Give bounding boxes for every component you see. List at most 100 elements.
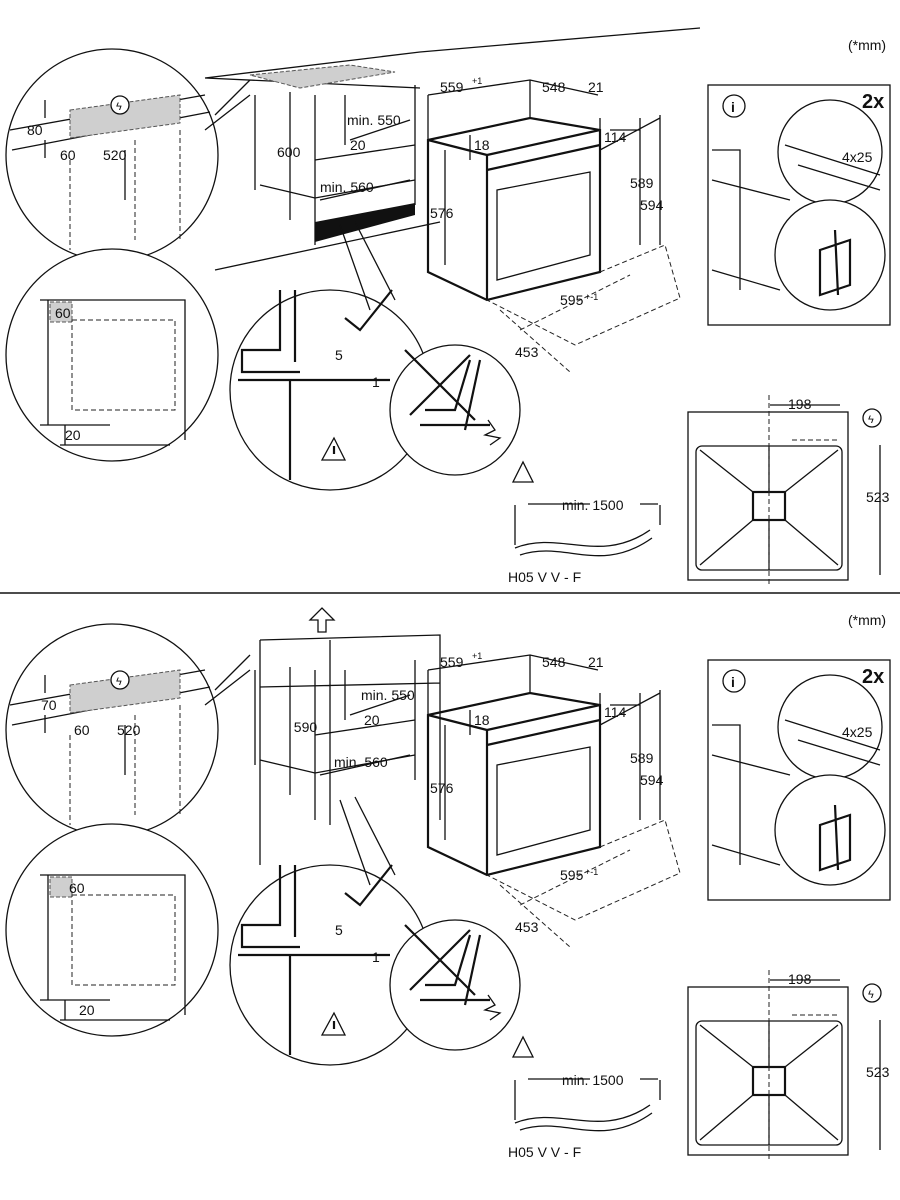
cross-icon [404, 924, 476, 996]
warning-triangle-icon [320, 1011, 347, 1036]
dim-min-550: min. 550 [347, 112, 401, 128]
dim-198-523 [770, 404, 881, 575]
bolt-glyph-2: ϟ [868, 989, 874, 1001]
dim-114: 114 [604, 704, 627, 720]
correct-section [238, 865, 390, 1055]
dim-min-560: min. 560 [334, 754, 388, 770]
dim-594: 594 [640, 197, 664, 213]
power-cable-2 [519, 1112, 653, 1132]
dim-520: 520 [103, 147, 127, 163]
dim-arrows [289, 92, 411, 220]
dim-453: 453 [515, 919, 539, 935]
bracket [818, 804, 852, 872]
bolt-glyph: ϟ [116, 676, 122, 688]
dim-589-594 [599, 690, 661, 820]
power-cable [514, 1080, 661, 1124]
dim-559: 559 [440, 79, 464, 95]
info-glyph: i [731, 99, 735, 115]
dim-453: 453 [515, 344, 539, 360]
cable-type-label: H05 V V - F [508, 569, 581, 585]
dim-589-594 [599, 115, 661, 245]
zoom-connector-2 [339, 221, 396, 311]
dim-198: 198 [788, 971, 812, 987]
oven-back-view [687, 411, 849, 581]
zoom-connector [204, 654, 251, 706]
dim-594: 594 [640, 772, 664, 788]
dim-576-18 [444, 710, 471, 840]
detail-circle-gap [5, 823, 219, 1037]
floor-line [40, 424, 170, 446]
cabinet-hidden-edges [69, 705, 181, 825]
dim-595-tol: +-1 [585, 867, 598, 877]
dim-576: 576 [430, 780, 454, 796]
oven-back-view [687, 986, 849, 1156]
checkmark-icon [344, 864, 393, 907]
power-cable [514, 505, 661, 549]
dim-arrows [289, 667, 411, 795]
info-icon [722, 669, 746, 693]
wrong-section [420, 359, 490, 431]
dim-lines [44, 100, 126, 200]
dim-589: 589 [630, 750, 654, 766]
electric-hazard-icon-2 [862, 408, 882, 428]
dim-18: 18 [474, 137, 490, 153]
cable-type-label: H05 V V - F [508, 1144, 581, 1160]
dim-21: 21 [588, 79, 604, 95]
dim-gap-60: 60 [55, 305, 71, 321]
cabinet-hidden-edges [69, 130, 181, 250]
dim-548: 548 [542, 79, 566, 95]
dim-min-560: min. 560 [320, 179, 374, 195]
dim-5: 5 [335, 922, 343, 938]
dim-21: 21 [588, 654, 604, 670]
dim-523: 523 [866, 1064, 890, 1080]
dim-5: 5 [335, 347, 343, 363]
warning-triangle-icon-2 [511, 1035, 535, 1058]
dim-gap-20: 20 [79, 1002, 95, 1018]
dim-socket-offset: 60 [60, 147, 76, 163]
bolt-glyph: ϟ [116, 101, 122, 113]
ventilation-slot [315, 203, 415, 242]
dim-595-tol: +-1 [585, 292, 598, 302]
dim-595: 595 [560, 867, 584, 883]
unit-note: (*mm) [848, 612, 886, 628]
oven-front [427, 703, 601, 875]
damage-burst-icon [483, 994, 502, 1021]
zoom-connector [204, 79, 251, 131]
info-glyph: i [731, 674, 735, 690]
bolt-glyph-2: ϟ [868, 414, 874, 426]
oven-window [496, 171, 591, 281]
electric-hazard-icon [110, 670, 130, 690]
dim-niche-height: 600 [277, 144, 301, 160]
fan-ribs [699, 1021, 839, 1145]
tall-column [259, 634, 441, 865]
unit-note: (*mm) [848, 37, 886, 53]
checkmark-icon [344, 289, 393, 332]
screw-size-label: 4x25 [842, 724, 873, 740]
oven-front [427, 128, 601, 300]
hob-zone [249, 64, 396, 89]
dim-520: 520 [117, 722, 141, 738]
niche-outline [486, 819, 681, 948]
dim-gap-20: 20 [65, 427, 81, 443]
socket-zone [69, 94, 181, 139]
dim-576: 576 [430, 205, 454, 221]
bracket [818, 229, 852, 297]
dim-gap-60: 60 [69, 880, 85, 896]
dim-cable-length: min. 1500 [562, 497, 624, 513]
dim-1: 1 [372, 949, 380, 965]
dim-min-550: min. 550 [361, 687, 415, 703]
info-box [707, 659, 891, 901]
dim-lines [44, 675, 126, 775]
dim-559-tol: +1 [472, 76, 482, 86]
dim-559-tol: +1 [472, 651, 482, 661]
dim-18: 18 [474, 712, 490, 728]
floor-line [40, 999, 170, 1021]
cross-icon [404, 349, 476, 421]
dim-548: 548 [542, 654, 566, 670]
cabinet-section [40, 299, 186, 440]
oven-body [426, 691, 602, 877]
